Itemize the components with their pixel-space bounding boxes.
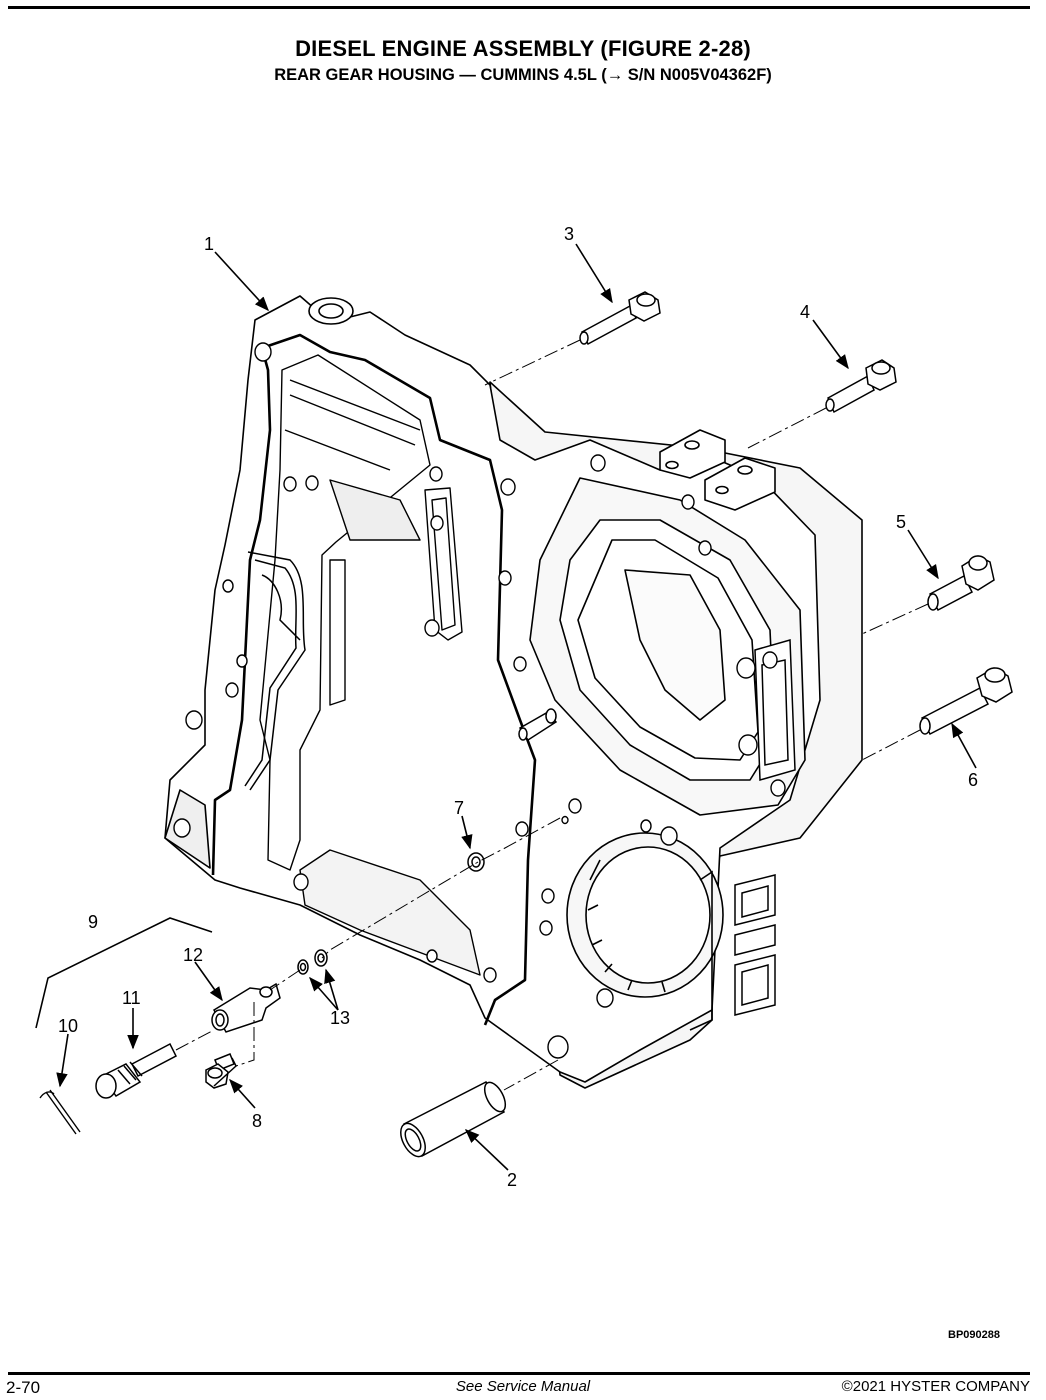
bolt-5 <box>927 555 995 612</box>
sleeve-2 <box>400 1081 507 1158</box>
bolt-3 <box>579 291 661 346</box>
cotter-pin-10 <box>39 1089 81 1135</box>
callout-labels: 1 2 3 4 5 6 7 8 9 10 11 12 13 <box>58 224 978 1190</box>
bottom-rule <box>8 1372 1030 1375</box>
gear-cavity <box>529 477 806 816</box>
housing-dowel-pin <box>518 708 558 742</box>
callout-2: 2 <box>507 1170 517 1190</box>
callout-7: 7 <box>454 798 464 818</box>
figure-code: BP090288 <box>948 1329 1000 1341</box>
callout-10: 10 <box>58 1016 78 1036</box>
callout-5: 5 <box>896 512 906 532</box>
leader-lines <box>56 243 977 1171</box>
lower-bore <box>566 832 724 1031</box>
housing-side-ribs <box>734 639 796 1016</box>
callout-13: 13 <box>330 1008 350 1028</box>
callout-6: 6 <box>968 770 978 790</box>
top-rule <box>8 6 1030 9</box>
o-ring-7 <box>467 852 485 872</box>
page-title: DIESEL ENGINE ASSEMBLY (FIGURE 2-28) <box>295 36 751 61</box>
page-number: 2-70 <box>6 1378 41 1397</box>
assembly-centerlines <box>175 339 929 1091</box>
callout-12: 12 <box>183 945 203 965</box>
callout-3: 3 <box>564 224 574 244</box>
callout-9: 9 <box>88 912 98 932</box>
plug-11 <box>95 1042 177 1099</box>
bracket-9 <box>35 917 213 1029</box>
screw-8 <box>205 1053 237 1089</box>
housing-left-cavity <box>259 354 481 976</box>
callout-4: 4 <box>800 302 810 322</box>
page-subtitle: REAR GEAR HOUSING — CUMMINS 4.5L (→ S/N … <box>274 66 772 84</box>
tube-12 <box>211 982 281 1033</box>
housing-parting-line <box>211 333 537 1026</box>
housing-oil-passages <box>244 551 306 791</box>
footer-note: See Service Manual <box>455 1378 591 1395</box>
callout-1: 1 <box>204 234 214 254</box>
copyright: ©2021 HYSTER COMPANY <box>841 1378 1030 1395</box>
bolt-4 <box>825 359 897 414</box>
bolt-6 <box>919 667 1013 736</box>
callout-11: 11 <box>122 988 141 1008</box>
housing-bolt-holes <box>173 342 786 1059</box>
callout-8: 8 <box>252 1111 262 1131</box>
washers-13 <box>297 949 328 975</box>
